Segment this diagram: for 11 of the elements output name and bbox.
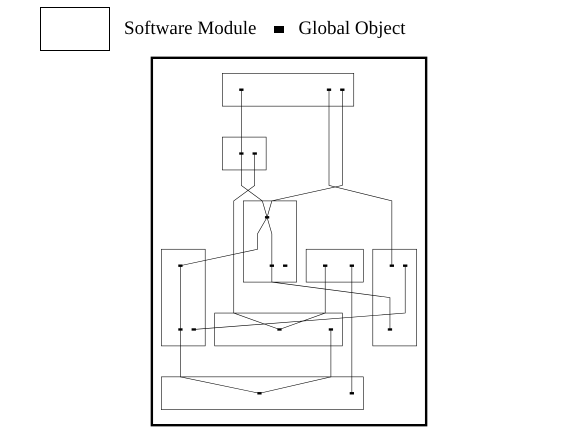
connector	[272, 266, 390, 329]
connector	[180, 330, 258, 394]
legend-label: Software Module	[124, 18, 256, 40]
legend-label: Global Object	[298, 18, 406, 40]
connector	[261, 330, 332, 394]
connector	[241, 154, 268, 217]
connector	[267, 90, 343, 217]
connector	[328, 90, 392, 265]
connector	[281, 266, 326, 330]
connector	[182, 218, 267, 266]
connector	[241, 90, 242, 153]
